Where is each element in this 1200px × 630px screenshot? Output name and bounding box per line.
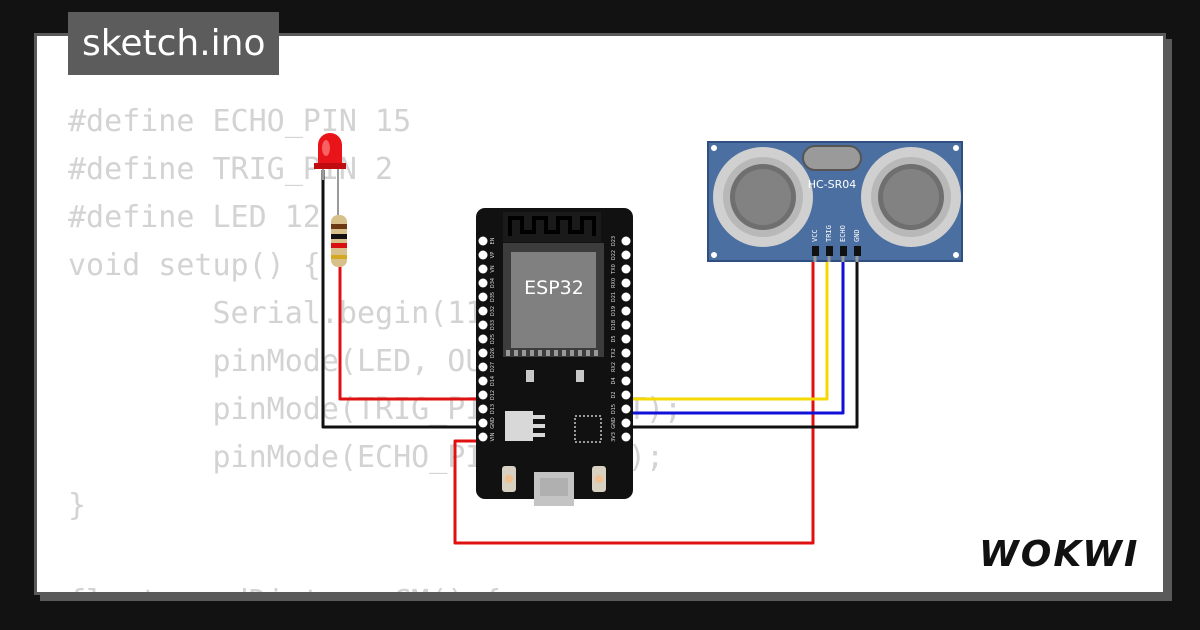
header-pin[interactable]	[478, 264, 488, 274]
led-component[interactable]	[314, 133, 346, 215]
pin-label: TX0	[611, 264, 617, 275]
regulator-chip	[505, 411, 533, 441]
wire-echo-d15	[625, 258, 845, 415]
header-pin[interactable]	[478, 320, 488, 330]
wire-gnd-gnd	[625, 258, 859, 429]
sensor-pin-label: GND	[853, 229, 861, 242]
pin-label: VN	[490, 265, 496, 272]
sensor-pin-socket	[812, 246, 819, 256]
sensor-pin-label: ECHO	[839, 225, 847, 242]
code-line: }	[68, 488, 87, 523]
pin-label: D15	[611, 404, 617, 414]
wire-vin-vcc	[453, 258, 815, 545]
pin-label: GND	[611, 417, 617, 429]
header-pin[interactable]	[478, 418, 488, 428]
pin-label: D12	[490, 390, 496, 400]
pin-label: D2	[611, 391, 617, 398]
pin-label: D33	[490, 320, 496, 330]
pin-label: TX2	[611, 348, 617, 359]
pin-label: D32	[490, 306, 496, 316]
sensor-pin-socket	[840, 246, 847, 256]
sensor-pin-header: VCC TRIG ECHO GND	[811, 225, 861, 262]
header-pin[interactable]	[621, 320, 631, 330]
pin-label: D4	[611, 377, 617, 384]
pin-label: D23	[611, 236, 617, 246]
code-line: float readDistanceCM() {	[68, 578, 682, 592]
hc-sr04-sensor[interactable]: HC-SR04 VCC TRIG ECHO GND	[707, 141, 963, 262]
header-pin[interactable]	[478, 236, 488, 246]
board-label: ESP32	[524, 277, 584, 299]
pin-label: D27	[490, 362, 496, 372]
crystal-oscillator	[802, 145, 862, 171]
sensor-pin-label: VCC	[811, 229, 819, 242]
header-pin[interactable]	[478, 390, 488, 400]
header-pin[interactable]	[621, 292, 631, 302]
header-pin[interactable]	[478, 362, 488, 372]
pin-label: VP	[490, 252, 496, 258]
header-pin[interactable]	[621, 278, 631, 288]
pin-label: D26	[490, 348, 496, 358]
pin-label: VIN	[490, 432, 496, 441]
pin-label: D21	[611, 292, 617, 302]
pin-label: D19	[611, 306, 617, 316]
pin-label: D18	[611, 320, 617, 330]
header-pin[interactable]	[478, 292, 488, 302]
sensor-pin-socket	[826, 246, 833, 256]
header-pin[interactable]	[621, 376, 631, 386]
pin-label: D35	[490, 292, 496, 302]
header-pin[interactable]	[621, 362, 631, 372]
header-pin[interactable]	[621, 418, 631, 428]
pin-label: EN	[490, 237, 496, 244]
wokwi-logo: WOKWI	[979, 534, 1139, 575]
pin-label: D34	[490, 278, 496, 288]
header-pin[interactable]	[621, 404, 631, 414]
header-pin[interactable]	[621, 264, 631, 274]
code-line: #define ECHO_PIN 15	[68, 104, 412, 139]
header-pin[interactable]	[478, 334, 488, 344]
sensor-pin-socket	[854, 246, 861, 256]
pin-label: D14	[490, 376, 496, 386]
file-tab[interactable]: sketch.ino	[68, 12, 280, 75]
header-pin[interactable]	[621, 334, 631, 344]
header-pin[interactable]	[621, 250, 631, 260]
resistor-component[interactable]	[331, 215, 347, 267]
header-pin[interactable]	[478, 278, 488, 288]
esp32-board[interactable]: ESP32 ENVPVND34D35D32D33D25D26D27D14D12D…	[476, 208, 633, 506]
pin-label: D22	[611, 250, 617, 260]
pin-label: D5	[611, 335, 617, 342]
pin-label: D13	[490, 404, 496, 414]
wire-led-to-d12	[338, 255, 483, 401]
header-pin[interactable]	[621, 306, 631, 316]
pin-label: 3V3	[611, 432, 617, 442]
header-pin[interactable]	[478, 250, 488, 260]
usb-chip	[574, 415, 602, 443]
pin-label: GND	[490, 417, 496, 429]
header-pin[interactable]	[621, 390, 631, 400]
header-pin[interactable]	[478, 404, 488, 414]
header-pin[interactable]	[621, 236, 631, 246]
code-line: #define LED 12	[68, 200, 321, 235]
pin-label: RX0	[611, 278, 617, 288]
header-pin[interactable]	[478, 376, 488, 386]
code-line: void setup() {	[68, 248, 321, 283]
header-pin[interactable]	[478, 306, 488, 316]
pin-label: RX2	[611, 362, 617, 372]
sensor-pin-label: TRIG	[825, 225, 833, 242]
wokwi-logo-text: WOKWI	[979, 534, 1139, 575]
wire-trig-d2	[625, 258, 829, 401]
wires	[321, 170, 859, 545]
header-pin[interactable]	[478, 432, 488, 442]
sensor-label: HC-SR04	[808, 178, 857, 191]
wire-led-gnd	[321, 170, 483, 429]
header-pin[interactable]	[478, 348, 488, 358]
header-pin[interactable]	[621, 432, 631, 442]
esp32-module-shield	[511, 252, 596, 348]
header-pin[interactable]	[621, 348, 631, 358]
pin-label: D25	[490, 334, 496, 344]
